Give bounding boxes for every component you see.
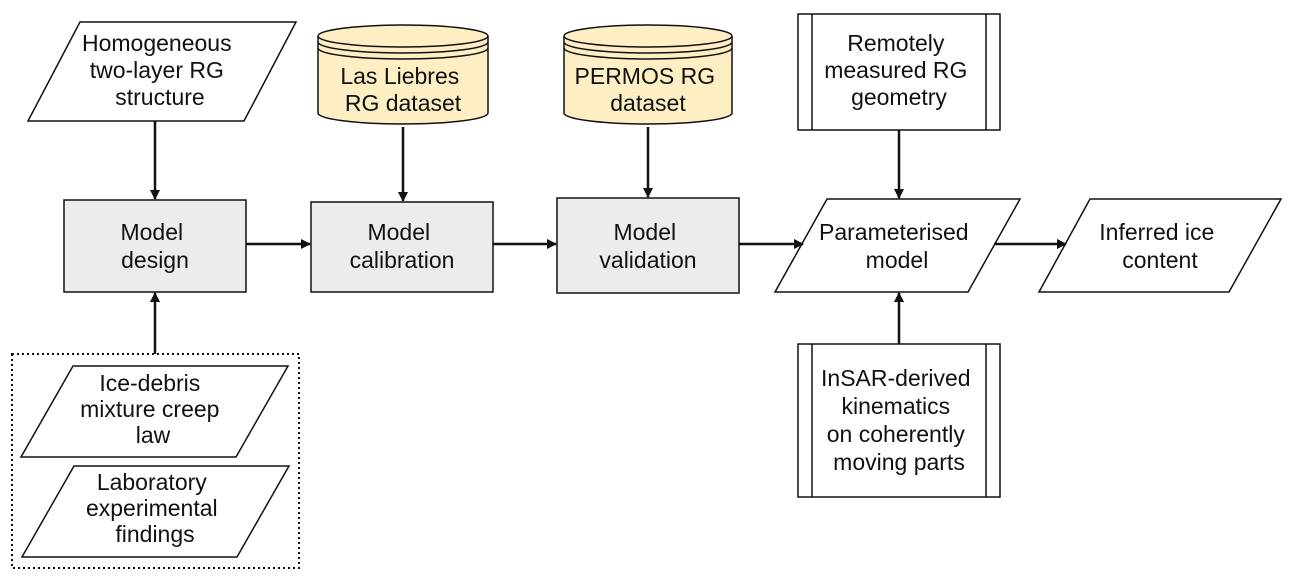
- node-label-line: dataset: [610, 90, 686, 116]
- node-inferred-ice: Inferred ice content: [1037, 198, 1283, 293]
- database-rim: [317, 47, 489, 60]
- node-label-line: calibration: [350, 247, 455, 273]
- svg-text:Model calibration: Model calibration: [350, 219, 455, 273]
- node-shape: [1037, 198, 1283, 293]
- node-label-line: Laboratory: [97, 469, 207, 495]
- node-label-line: mixture creep: [80, 396, 219, 422]
- svg-text:Laboratory experimental: Laboratory experimental findings: [86, 469, 224, 547]
- node-shape: [773, 198, 1022, 293]
- node-label-line: geometry: [851, 84, 947, 110]
- node-label-line: measured RG: [824, 57, 967, 83]
- node-label-line: InSAR-derived: [821, 365, 971, 391]
- node-homogeneous-structure: Homogeneous two-layer RG structure: [26, 21, 298, 122]
- node-label-line: Ice-debris: [99, 370, 200, 396]
- svg-text:Remotely measured RG: Remotely measured RG geometry: [824, 30, 974, 110]
- node-label-line: moving parts: [833, 449, 965, 475]
- node-shape: [26, 21, 298, 122]
- svg-text:Parameterised model: Parameterised model: [819, 219, 975, 273]
- svg-text:PERMOS RG dataset: PERMOS RG dataset: [575, 63, 722, 116]
- node-model-design: Model design: [63, 199, 247, 293]
- database-top: [563, 24, 733, 48]
- node-label-line: two-layer RG: [90, 57, 224, 83]
- node-label-line: content: [1122, 247, 1198, 273]
- node-shape: [310, 201, 494, 293]
- input-group-dotted-box: [11, 353, 300, 569]
- node-label-line: Las Liebres: [340, 63, 459, 89]
- node-label-line: kinematics: [841, 393, 950, 419]
- svg-text:Model validation: Model validation: [599, 219, 696, 273]
- node-label-line: Homogeneous: [82, 30, 232, 56]
- node-label-line: on coherently: [827, 421, 966, 447]
- database-top: [317, 24, 489, 48]
- svg-text:Inferred ice content: Inferred ice content: [1099, 219, 1220, 273]
- node-label-line: law: [136, 422, 171, 448]
- node-creep-law: Ice-debris mixture creep law: [19, 365, 290, 458]
- node-shape: [20, 465, 291, 558]
- node-shape: [19, 365, 290, 458]
- node-shape: [797, 13, 1001, 131]
- node-label-line: model: [866, 247, 929, 273]
- node-label-line: findings: [115, 521, 194, 547]
- node-label-line: PERMOS RG: [575, 63, 716, 89]
- node-label-line: Remotely: [847, 30, 945, 56]
- node-label-line: experimental: [86, 495, 218, 521]
- node-shape: [556, 197, 740, 294]
- node-permos-dataset: PERMOS RG dataset: [563, 24, 733, 125]
- svg-text:Homogeneous two-layer RG: Homogeneous two-layer RG structure: [82, 30, 238, 110]
- database-rim: [317, 41, 489, 54]
- node-label-line: validation: [599, 247, 696, 273]
- node-las-liebres-dataset: Las Liebres RG dataset: [317, 24, 489, 125]
- node-label-line: Inferred ice: [1099, 219, 1214, 245]
- node-label-line: Parameterised: [819, 219, 969, 245]
- node-label-line: design: [121, 247, 189, 273]
- node-label-line: structure: [115, 84, 204, 110]
- svg-text:InSAR-derived kinematics: InSAR-derived kinematics on coherently m…: [821, 365, 977, 475]
- database-rim: [563, 41, 733, 54]
- node-shape: [63, 199, 247, 293]
- node-parameterised-model: Parameterised model: [773, 198, 1022, 293]
- node-label-line: Model: [613, 219, 676, 245]
- database-rim: [563, 47, 733, 60]
- node-lab-findings: Laboratory experimental findings: [20, 465, 291, 558]
- svg-text:Model design: Model design: [120, 219, 189, 273]
- node-model-calibration: Model calibration: [310, 201, 494, 293]
- node-insar-kinematics: InSAR-derived kinematics on coherently m…: [797, 343, 1001, 498]
- node-model-validation: Model validation: [556, 197, 740, 294]
- node-label-line: Model: [367, 219, 430, 245]
- node-label-line: Model: [120, 219, 183, 245]
- svg-text:Ice-debris mixture creep: Ice-debris mixture creep law: [80, 370, 226, 448]
- svg-text:Las Liebres RG dataset: Las Liebres RG dataset: [340, 63, 465, 116]
- node-label-line: RG dataset: [345, 90, 462, 116]
- node-shape: [797, 343, 1001, 498]
- node-remote-geometry: Remotely measured RG geometry: [797, 13, 1001, 131]
